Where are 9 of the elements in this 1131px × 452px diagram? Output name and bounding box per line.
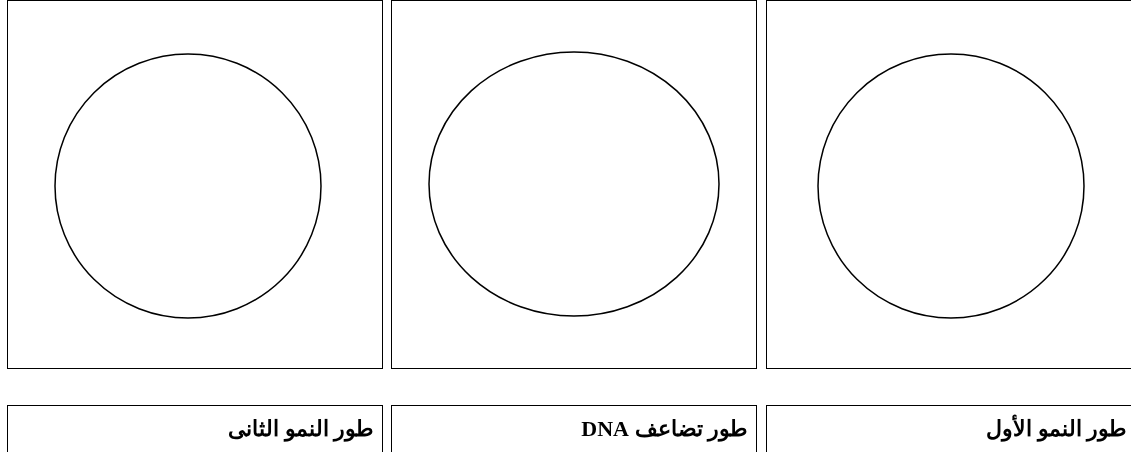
phase-label: طور النمو الأول xyxy=(986,416,1127,442)
panel-frame xyxy=(7,0,383,369)
label-box xyxy=(391,405,757,452)
phase-label: طور النمو الثانى xyxy=(228,416,374,442)
panel-frame xyxy=(391,0,757,369)
phase-label: طور تضاعف DNA xyxy=(581,416,748,442)
label-box xyxy=(766,405,1131,452)
label-box xyxy=(7,405,383,452)
panel-frame xyxy=(766,0,1131,369)
